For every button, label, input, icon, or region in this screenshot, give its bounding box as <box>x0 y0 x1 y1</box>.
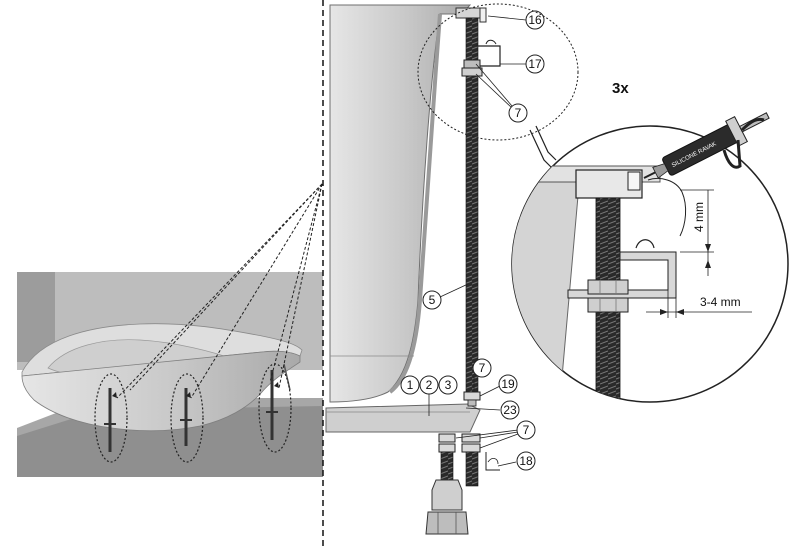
callout-7-top <box>508 103 528 123</box>
callouts: 16 17 7 5 7 1 2 3 19 23 7 18 <box>400 10 545 471</box>
tub-wall-section <box>329 4 472 403</box>
callout-17-label: 17 <box>528 57 542 71</box>
leg-highlight-1 <box>94 373 128 463</box>
nut-19 <box>463 391 481 401</box>
callout-1-label: 1 <box>407 378 414 392</box>
detail-highlight <box>417 3 579 141</box>
callout-16 <box>525 10 545 30</box>
callout-3-label: 3 <box>445 378 452 392</box>
callout-7-mid <box>472 358 492 378</box>
callout-19 <box>498 374 518 394</box>
callout-7-mid-label: 7 <box>479 361 486 375</box>
multiplier-label: 3x <box>612 80 629 97</box>
leg-highlight-2 <box>170 373 204 463</box>
callout-18-label: 18 <box>519 454 533 468</box>
silicone-gun: SILICONE RAVAK <box>643 112 770 179</box>
horizontal-gap-label: 3-4 mm <box>700 295 741 309</box>
callout-7-low-label: 7 <box>523 423 530 437</box>
callout-7-low <box>516 420 536 440</box>
base-board <box>325 403 481 433</box>
callout-1 <box>400 375 420 395</box>
magnified-detail: 4 mm 3-4 mm <box>511 125 789 403</box>
callout-19-label: 19 <box>501 377 515 391</box>
tub-section <box>325 4 501 535</box>
callout-16-label: 16 <box>528 13 542 27</box>
callout-3 <box>438 375 458 395</box>
callout-17 <box>525 54 545 74</box>
callout-23-label: 23 <box>503 403 517 417</box>
callout-7-top-label: 7 <box>515 106 522 120</box>
callout-18 <box>516 451 536 471</box>
detail-leader <box>535 125 557 161</box>
callout-23 <box>500 400 520 420</box>
adjustable-foot <box>431 479 463 511</box>
callout-5 <box>422 290 442 310</box>
callout-5-label: 5 <box>429 293 436 307</box>
callout-2-label: 2 <box>426 378 433 392</box>
bathtub-overview <box>17 183 323 477</box>
vertical-gap-label: 4 mm <box>692 202 706 232</box>
tub-apron <box>21 350 301 432</box>
support-bracket <box>470 45 501 67</box>
